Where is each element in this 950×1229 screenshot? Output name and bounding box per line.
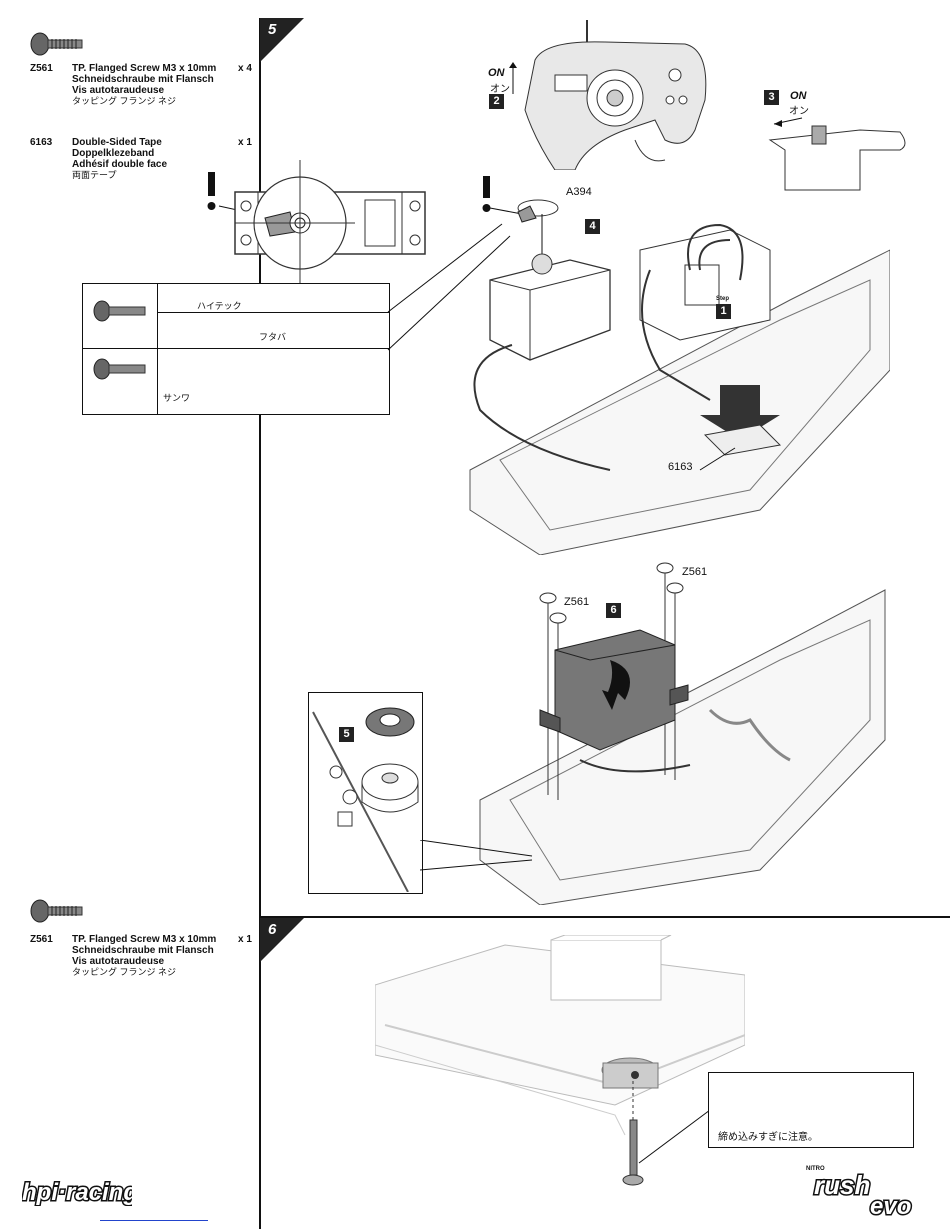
part-code: Z561 bbox=[30, 63, 53, 74]
part-name-en: TP. Flanged Screw M3 x 10mm bbox=[72, 63, 217, 74]
step-callout-1: 1 bbox=[716, 304, 731, 319]
part-code: 6163 bbox=[30, 137, 53, 148]
part-name-en: TP. Flanged Screw M3 x 10mm bbox=[72, 934, 217, 945]
part-label-6163: 6163 bbox=[668, 461, 693, 473]
part-qty: x 1 bbox=[238, 934, 252, 945]
arrow-up-icon bbox=[509, 62, 517, 94]
caution-box bbox=[708, 1072, 914, 1148]
part-qty: x 4 bbox=[238, 63, 252, 74]
svg-text:rush: rush bbox=[814, 1170, 870, 1200]
part-name-jp: タッピング フランジ ネジ bbox=[72, 967, 177, 977]
servo-alignment-diagram bbox=[207, 160, 426, 285]
step-number-badge: 5 bbox=[260, 18, 304, 62]
transmitter-illustration bbox=[524, 20, 707, 170]
servo-brand-label: ハイテック bbox=[197, 301, 242, 311]
part-name-de: Doppelklezeband bbox=[72, 148, 155, 159]
section-divider bbox=[259, 916, 950, 918]
power-on-label: ON bbox=[790, 90, 807, 102]
receiver-switch-illustration bbox=[768, 117, 906, 191]
warning-icon bbox=[483, 176, 490, 198]
servo-brand-table: ハイテック フタバ サンワ bbox=[82, 283, 390, 415]
chassis-underside-illustration bbox=[375, 935, 745, 1186]
part-label-a394: A394 bbox=[566, 186, 592, 198]
servo-brand-label: サンワ bbox=[163, 393, 191, 403]
screw-icon bbox=[93, 358, 146, 380]
servo-install-illustration bbox=[469, 176, 890, 555]
screw-icon-step5 bbox=[28, 30, 84, 58]
servo-mount-illustration bbox=[479, 562, 886, 905]
part-name-de: Schneidschraube mit Flansch bbox=[72, 74, 214, 85]
part-label-z561: Z561 bbox=[564, 596, 590, 608]
svg-text:hpi·racing: hpi·racing bbox=[22, 1179, 132, 1206]
part-name-fr: Adhésif double face bbox=[72, 159, 168, 170]
column-divider bbox=[259, 18, 261, 1229]
power-on-label-jp: オン bbox=[789, 106, 809, 117]
step-number: 5 bbox=[268, 21, 277, 38]
rush-evo-logo: NITRO rush evo bbox=[800, 1164, 930, 1220]
step-callout-5: 5 bbox=[339, 727, 354, 742]
step-number-badge: 6 bbox=[260, 918, 304, 962]
step-callout-3: 3 bbox=[764, 90, 779, 105]
part-name-fr: Vis autotaraudeuse bbox=[72, 956, 165, 967]
screw-icon-step6 bbox=[28, 897, 84, 925]
inset-leader bbox=[420, 840, 533, 871]
screw-icon bbox=[93, 300, 146, 322]
part-name-jp: タッピング フランジ ネジ bbox=[72, 96, 177, 106]
hpi-racing-logo: hpi·racing bbox=[21, 1176, 140, 1211]
part-code: Z561 bbox=[30, 934, 53, 945]
footer-underline bbox=[100, 1220, 208, 1221]
caution-text: 締め込みすぎに注意。 bbox=[718, 1132, 818, 1143]
power-on-label-jp: オン bbox=[490, 84, 510, 95]
part-name-jp: 両面テープ bbox=[72, 170, 117, 180]
servo-brand-label: フタバ bbox=[259, 332, 287, 342]
part-label-z561: Z561 bbox=[682, 566, 708, 578]
warning-icon bbox=[208, 172, 215, 196]
part-name-en: Double-Sided Tape bbox=[72, 137, 162, 148]
leader-lines bbox=[387, 223, 511, 351]
svg-text:evo: evo bbox=[870, 1193, 911, 1220]
step-number: 6 bbox=[268, 921, 277, 938]
part-name-de: Schneidschraube mit Flansch bbox=[72, 945, 214, 956]
step-callout-6: 6 bbox=[606, 603, 621, 618]
power-on-label: ON bbox=[488, 67, 505, 79]
servo-horn-detail bbox=[312, 707, 419, 892]
part-qty: x 1 bbox=[238, 137, 252, 148]
part-name-fr: Vis autotaraudeuse bbox=[72, 85, 165, 96]
step-callout-1-small: Step bbox=[716, 296, 730, 302]
logo-small-text: NITRO bbox=[806, 1166, 825, 1172]
step-callout-4: 4 bbox=[585, 219, 600, 234]
step-callout-2: 2 bbox=[489, 94, 504, 109]
